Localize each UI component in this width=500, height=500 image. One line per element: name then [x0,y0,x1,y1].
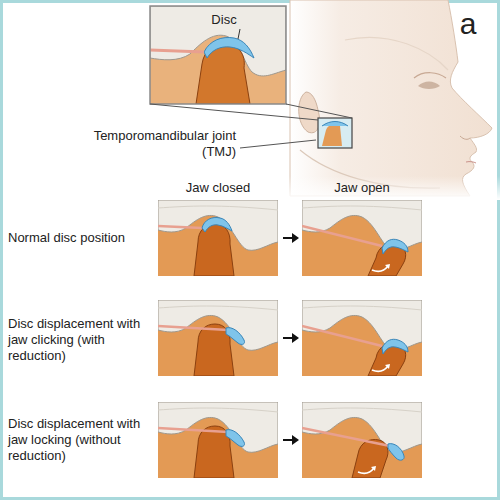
joint-panel [302,402,422,478]
figure-letter: a [446,6,490,43]
row-label: Normal disc position [8,230,154,246]
joint-panel [302,200,422,276]
face-profile [288,0,500,200]
joint-panel [158,402,278,478]
joint-panel [158,300,278,376]
inset-closeup [150,6,286,104]
column-header: Jaw open [302,180,422,196]
column-header: Jaw closed [158,180,278,196]
joint-panel [158,200,278,276]
joint-panel [302,300,422,376]
row-label: Disc displacement with jaw locking (with… [8,416,154,464]
callout-label: Disc [204,12,244,28]
transition-arrows [283,233,299,445]
joint-label: Temporomandibular joint (TMJ) [84,128,236,160]
row-label: Disc displacement with jaw clicking (wit… [8,316,154,364]
